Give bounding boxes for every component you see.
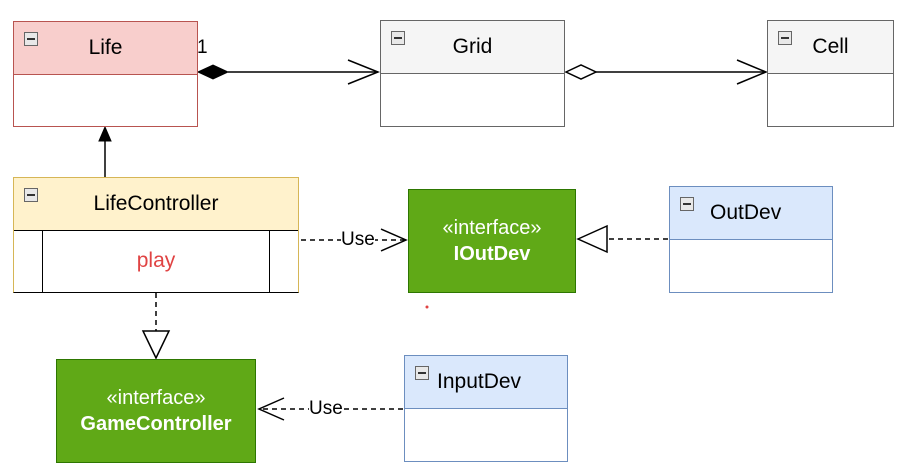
interface-stereotype: «interface»	[106, 387, 206, 409]
class-lifecontroller-name: LifeController	[93, 192, 219, 215]
class-cell-name: Cell	[812, 35, 849, 58]
class-divider	[768, 73, 893, 74]
class-inputdev[interactable]: InputDev	[404, 355, 568, 462]
open-arrowhead-gamecontroller	[257, 397, 285, 421]
interface-gamecontroller-name: GameController	[80, 413, 232, 435]
class-life-name: Life	[88, 36, 123, 59]
collapse-icon[interactable]	[24, 32, 38, 46]
class-outdev-header[interactable]: OutDev	[670, 187, 832, 239]
arrowhead-life	[98, 125, 112, 142]
composition-diamond	[196, 64, 230, 80]
class-outdev-name: OutDev	[710, 201, 782, 224]
multiplicity-label: 1	[197, 37, 208, 58]
open-arrowhead-ioutdev	[380, 228, 408, 252]
use-label-gamecontroller: Use	[309, 398, 343, 419]
class-inputdev-header[interactable]: InputDev	[405, 356, 567, 408]
open-arrowhead-grid	[347, 59, 381, 85]
class-grid-header[interactable]: Grid	[381, 21, 564, 73]
class-lifecontroller-header[interactable]: LifeController	[14, 178, 298, 230]
class-life[interactable]: Life	[13, 21, 198, 127]
class-cell-header[interactable]: Cell	[768, 21, 893, 73]
class-divider	[381, 73, 564, 74]
open-arrowhead-cell	[736, 59, 768, 85]
interface-stereotype: «interface»	[442, 217, 542, 239]
collapse-icon[interactable]	[680, 197, 694, 211]
hollow-triangle-gamecontroller	[141, 330, 171, 360]
class-life-header[interactable]: Life	[14, 22, 197, 74]
method-play[interactable]: play	[42, 230, 270, 292]
class-lifecontroller[interactable]: LifeController play	[13, 177, 299, 293]
class-outdev[interactable]: OutDev	[669, 186, 833, 293]
class-grid[interactable]: Grid	[380, 20, 565, 127]
hollow-triangle-ioutdev	[576, 224, 608, 254]
interface-ioutdev-name: IOutDev	[453, 243, 531, 265]
use-label-ioutdev: Use	[341, 229, 375, 250]
interface-gamecontroller[interactable]: «interface» GameController	[56, 359, 256, 463]
interface-ioutdev[interactable]: «interface» IOutDev	[408, 189, 576, 293]
class-divider	[14, 230, 298, 231]
method-play-label: play	[136, 249, 176, 272]
class-divider	[405, 408, 567, 409]
class-divider	[14, 74, 197, 75]
class-cell[interactable]: Cell	[767, 20, 894, 127]
class-grid-name: Grid	[452, 35, 493, 58]
collapse-icon[interactable]	[391, 31, 405, 45]
aggregation-diamond	[564, 64, 598, 80]
class-inputdev-name: InputDev	[437, 370, 522, 393]
stray-dot	[425, 305, 429, 309]
collapse-icon[interactable]	[778, 31, 792, 45]
collapse-icon[interactable]	[415, 366, 429, 380]
class-divider	[670, 239, 832, 240]
collapse-icon[interactable]	[24, 188, 38, 202]
